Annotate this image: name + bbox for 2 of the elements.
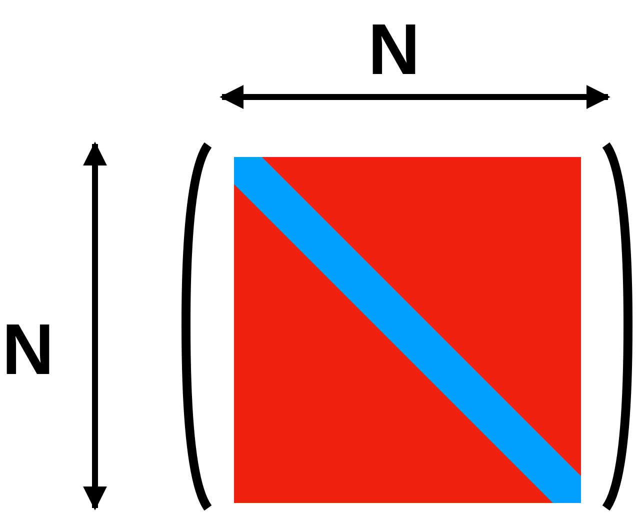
dimension-label: N (368, 14, 420, 86)
dimension-label: N (2, 314, 54, 386)
